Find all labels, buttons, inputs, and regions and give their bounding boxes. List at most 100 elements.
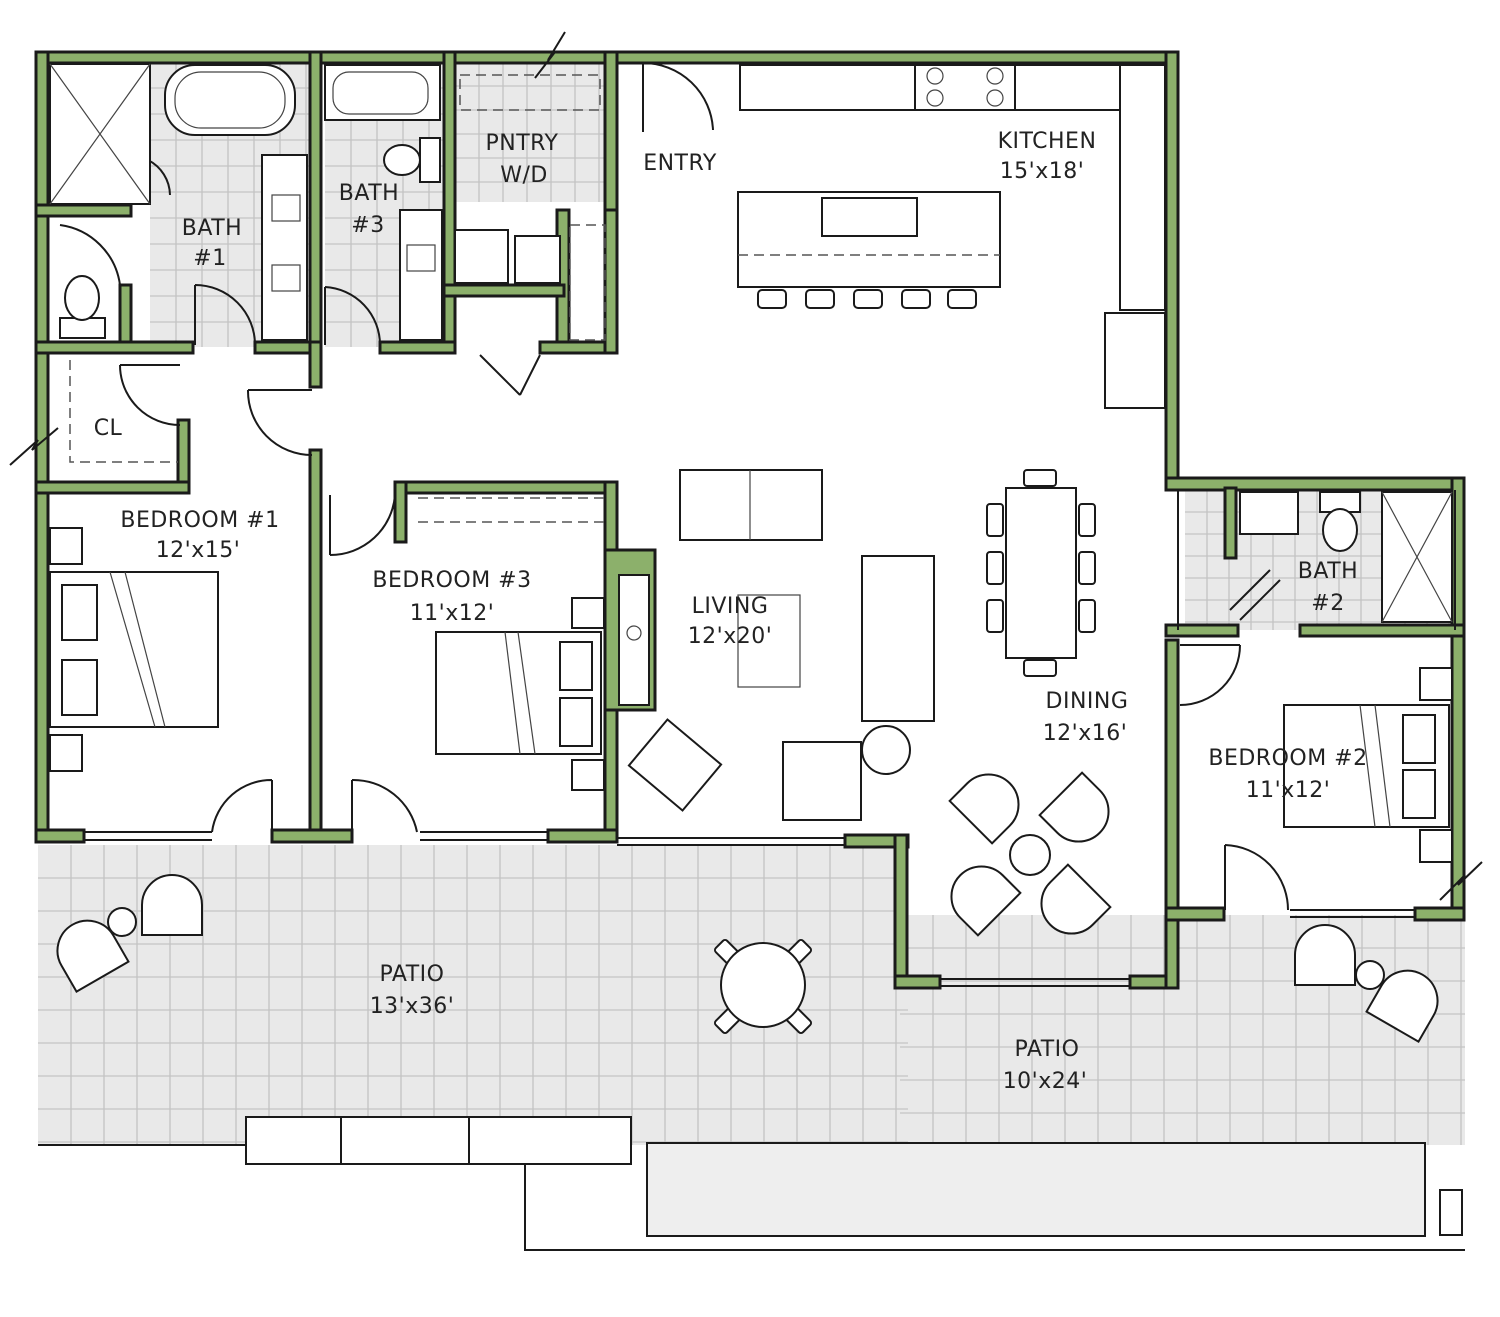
bath2-vanity xyxy=(1239,491,1299,535)
living-size: 12'x20' xyxy=(688,624,773,649)
patio-main-size: 13'x36' xyxy=(370,994,455,1019)
wall-bottom-bed1b xyxy=(270,828,354,844)
dining-chair xyxy=(986,599,1004,633)
dining-name: DINING xyxy=(1046,689,1129,714)
lounge-chair xyxy=(948,773,1020,845)
wall-bed1-bed3 xyxy=(308,448,323,842)
patio-side-table xyxy=(1355,960,1385,990)
bath3-name1: BATH xyxy=(339,181,399,206)
patio-table xyxy=(720,942,806,1028)
wall-bottom-bed1 xyxy=(34,828,86,844)
bed2-door xyxy=(1179,644,1241,706)
wall-bed3-top xyxy=(393,480,619,495)
dining-chair xyxy=(1078,551,1096,585)
planter-1 xyxy=(245,1116,342,1165)
patio-side-name: PATIO xyxy=(1015,1037,1080,1062)
bath3-name2: #3 xyxy=(351,213,384,238)
range xyxy=(914,64,1016,111)
wall-top-right xyxy=(610,50,1180,65)
patio-side-size: 10'x24' xyxy=(1003,1069,1088,1094)
entry-door xyxy=(642,61,714,132)
wall-bed2-bottom2 xyxy=(1413,906,1466,922)
bath2-name1: BATH xyxy=(1298,559,1358,584)
bed3-door xyxy=(329,494,396,557)
wall-linen-right xyxy=(603,208,619,355)
wall-dining-left xyxy=(893,833,909,989)
side-table xyxy=(861,725,911,775)
bedroom1-name: BEDROOM #1 xyxy=(120,508,279,533)
wall-bed2-bottom xyxy=(1164,906,1226,922)
bath1-vanity xyxy=(261,154,308,341)
bath1-name2: #1 xyxy=(193,246,226,271)
lounge-chair xyxy=(1038,771,1110,843)
planter-2 xyxy=(340,1116,470,1165)
dining-chair xyxy=(1023,659,1057,677)
stool xyxy=(901,289,931,309)
wall-bath1-bottom xyxy=(34,340,195,355)
patio-main-name: PATIO xyxy=(380,962,445,987)
closet-name: CL xyxy=(94,416,123,441)
bed3-patio-door xyxy=(351,778,418,833)
wall-right-upper xyxy=(1164,50,1180,484)
bath2-name2: #2 xyxy=(1311,591,1344,616)
wall-top-left xyxy=(34,50,613,65)
shower-door xyxy=(147,159,171,196)
dining-table xyxy=(1005,487,1077,659)
wall-dining-right xyxy=(1164,638,1180,990)
wall-bath3-bottom xyxy=(378,340,457,355)
bath2-door xyxy=(1229,569,1281,621)
bath3-toilet xyxy=(383,137,441,183)
fixtures xyxy=(38,63,1465,1251)
patio-chair xyxy=(1294,924,1356,986)
pantry-floor xyxy=(455,62,605,202)
entry-name: ENTRY xyxy=(643,151,717,176)
wall-wc xyxy=(118,283,133,347)
wall-bed1-top xyxy=(34,480,191,495)
closet-door xyxy=(119,364,181,426)
wall-bath2-mid xyxy=(1223,486,1238,560)
planter-3 xyxy=(468,1116,632,1165)
break-marks xyxy=(9,31,1483,901)
patio-post xyxy=(1439,1189,1463,1236)
bedroom1-size: 12'x15' xyxy=(156,538,241,563)
wall-pantry-bottom xyxy=(442,283,566,298)
bath1-door xyxy=(194,284,256,346)
wc-door xyxy=(59,224,121,286)
refrigerator xyxy=(1104,312,1166,409)
dining-chair xyxy=(986,503,1004,537)
bath3-door xyxy=(324,286,382,346)
wall-dining-bottom xyxy=(893,974,942,990)
wall-bottom-bed3 xyxy=(546,828,619,844)
armchair-2 xyxy=(782,741,862,821)
bath1-tub xyxy=(164,64,296,136)
doors xyxy=(59,61,1289,911)
wall-bath1-bath3 xyxy=(308,50,323,354)
wall-bed3-closet xyxy=(393,480,408,544)
stool xyxy=(947,289,977,309)
coffee-table xyxy=(737,594,801,688)
patio-chair xyxy=(1365,969,1439,1044)
stool xyxy=(853,289,883,309)
sofa xyxy=(861,555,935,722)
dining-chairs xyxy=(986,469,1096,677)
living-name: LIVING xyxy=(692,594,769,619)
bed-1 xyxy=(49,527,219,772)
dining-chair xyxy=(1023,469,1057,487)
wall-pantry-right xyxy=(603,50,619,214)
island-stools xyxy=(757,289,977,309)
dryer xyxy=(514,235,561,284)
bath3-vanity xyxy=(399,209,443,341)
pantry-door xyxy=(479,354,541,396)
stool xyxy=(805,289,835,309)
kitchen-counter-right xyxy=(1119,64,1166,311)
room-labels: KITCHEN 15'x18' ENTRY PNTRY W/D BATH #1 … xyxy=(94,129,1367,1094)
patio-side-table xyxy=(107,907,137,937)
wall-bath2-bottom xyxy=(1164,623,1240,638)
dining-chair xyxy=(1078,599,1096,633)
kitchen-name: KITCHEN xyxy=(998,129,1097,154)
windows xyxy=(84,490,1456,987)
patio-chair xyxy=(141,874,203,936)
bed-2 xyxy=(1283,667,1453,863)
bed2-patio-door xyxy=(1224,844,1289,911)
